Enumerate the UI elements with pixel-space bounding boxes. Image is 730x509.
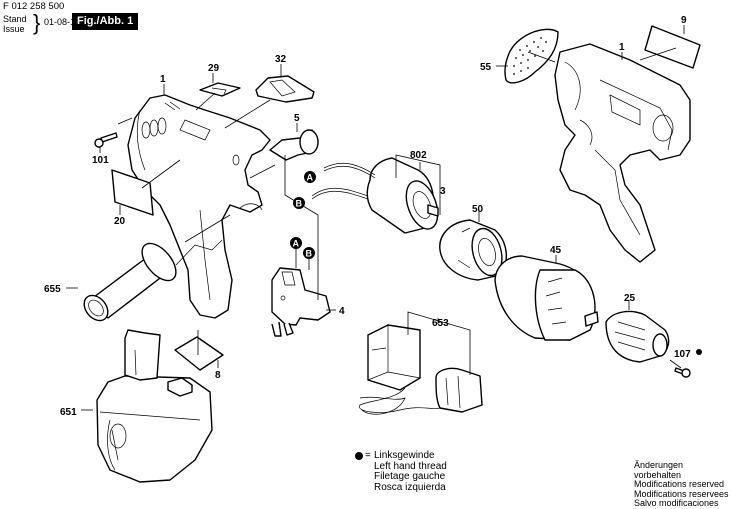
part-5-part[interactable] [269, 129, 319, 161]
modifications-fr: Modifications reservees [634, 488, 729, 499]
connector-a-badge-motor: A [304, 171, 316, 183]
modifications-en: Modifications reserved [634, 479, 725, 489]
legend-text-en: Left hand thread [374, 460, 447, 472]
motor-3-part[interactable] [366, 157, 443, 234]
legend-row-de: = Linksgewinde [355, 450, 447, 462]
pad-55-part[interactable] [504, 28, 559, 84]
label-switch-4: 4 [339, 306, 345, 317]
cover-32-part[interactable] [255, 75, 315, 103]
connector-a-badge-switch: A [290, 237, 302, 249]
connector-b-badge-motor: B [293, 197, 305, 209]
cover-29-part[interactable] [199, 82, 241, 97]
side-handle-655-part[interactable] [79, 237, 223, 325]
left-hand-thread-dot-icon [355, 452, 363, 460]
legend-equals: = [365, 450, 371, 461]
label-plate-8: 8 [215, 370, 221, 381]
label-battery-651: 651 [60, 407, 77, 418]
legend-text-es: Rosca izquierda [374, 481, 446, 493]
motor-wire-a [323, 162, 376, 179]
screw-107-part[interactable] [674, 367, 691, 378]
plate-8-part[interactable] [174, 336, 224, 371]
gearbox-50-part[interactable] [439, 219, 507, 281]
chuck-25-part[interactable] [605, 310, 670, 363]
svg-text:B: B [296, 199, 303, 209]
svg-text:A: A [293, 239, 300, 249]
gear-assembly-45-part[interactable] [494, 255, 599, 341]
issue-date: 01-08-15 [44, 17, 81, 27]
left-hand-thread-marker [696, 349, 702, 355]
connector-b-badge-switch: B [303, 247, 315, 259]
label-cover-29: 29 [208, 63, 220, 74]
legend-row-es: Rosca izquierda [355, 481, 447, 494]
label-handle-655: 655 [44, 284, 61, 295]
stand-issue-label: Stand Issue [3, 14, 33, 34]
label-plate-20-part[interactable] [111, 169, 154, 216]
label-housing-right: 1 [619, 42, 625, 53]
label-plate-20: 20 [114, 216, 126, 227]
stand-label: Stand [3, 14, 27, 24]
label-gearbox-50: 50 [472, 204, 484, 215]
legend-row-fr: Filetage gauche [355, 471, 447, 483]
svg-text:A: A [307, 173, 314, 183]
legend-row-en: Left hand thread [355, 460, 447, 473]
issue-label: Issue [3, 24, 25, 34]
figure-label: Fig./Abb. 1 [72, 13, 139, 30]
housing-right-part[interactable] [554, 43, 691, 263]
label-housing-left: 1 [160, 74, 166, 85]
label-gear-45: 45 [550, 245, 562, 256]
label-motor-3: 3 [440, 186, 446, 197]
legend-text-fr: Filetage gauche [374, 471, 446, 482]
screw-101-part[interactable] [94, 132, 118, 148]
label-9-part[interactable] [644, 25, 701, 69]
switch-4-part[interactable] [271, 267, 331, 337]
label-charger-653: 653 [432, 318, 449, 329]
label-motor-group-802: 802 [410, 150, 427, 161]
label-screw-107: 107 [674, 349, 691, 360]
svg-text:B: B [306, 249, 313, 259]
label-9: 9 [681, 15, 687, 26]
charger-653-part[interactable] [359, 324, 483, 415]
brace-symbol: } [33, 10, 41, 35]
legend-text-de: Linksgewinde [374, 450, 435, 461]
label-chuck-25: 25 [624, 293, 636, 304]
battery-651-part[interactable] [96, 329, 213, 483]
label-cover-32: 32 [275, 54, 287, 65]
label-screw-101: 101 [92, 155, 109, 166]
leader-lines [66, 25, 685, 411]
document-number: F 012 258 500 [3, 1, 65, 12]
label-part-5: 5 [294, 113, 300, 124]
modifications-es: Salvo modificaciones [634, 498, 719, 508]
legend: = Linksgewinde Left hand thread Filetage… [355, 450, 447, 494]
modifications-notice: Änderungen vorbehalten Modifications res… [634, 460, 730, 509]
motor-wire-b [311, 187, 369, 200]
modifications-de: Änderungen vorbehalten [634, 460, 684, 480]
label-pad-55: 55 [480, 62, 492, 73]
